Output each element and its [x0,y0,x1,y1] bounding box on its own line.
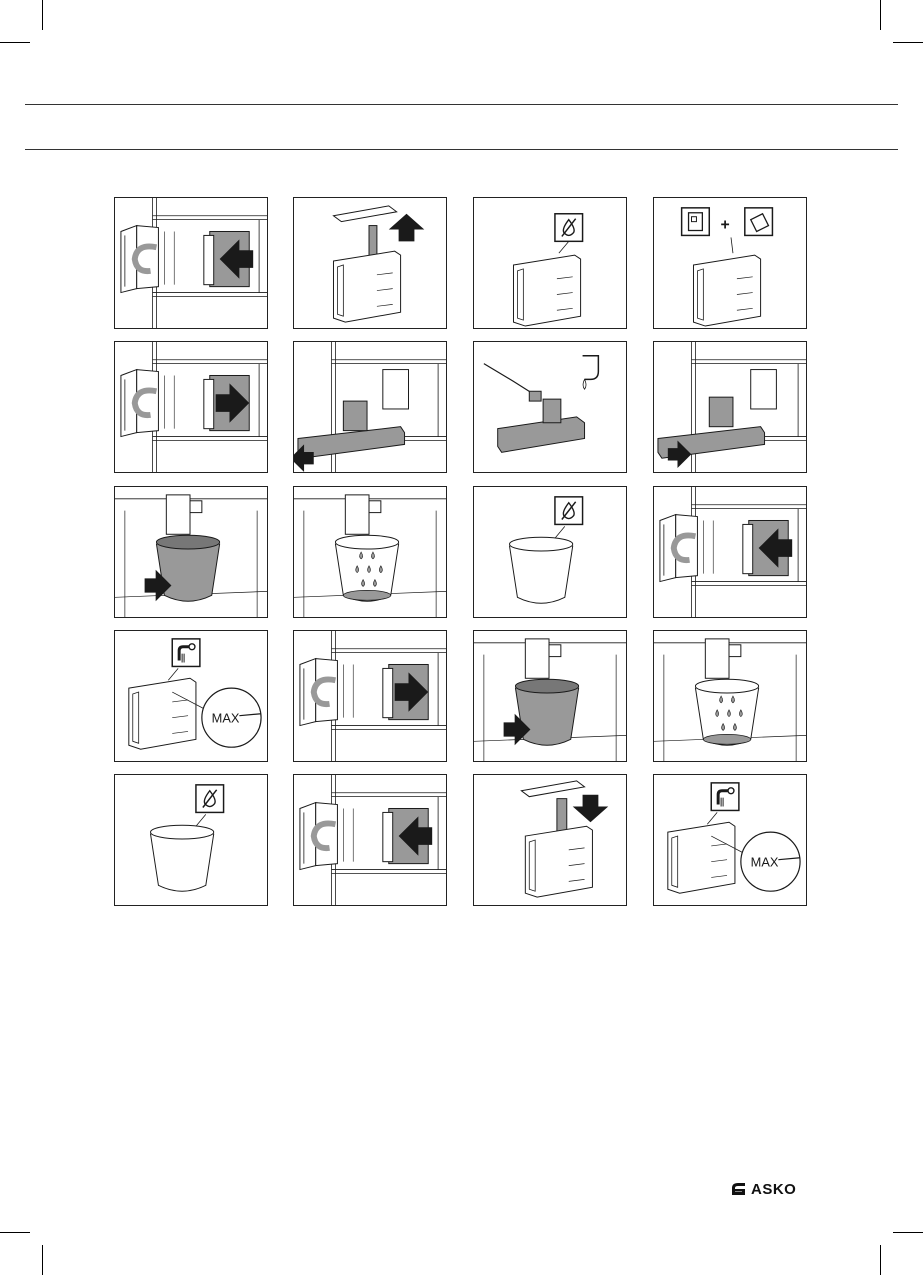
container [156,535,219,601]
arrow-down-icon [573,795,609,823]
tank-lid [521,781,584,797]
illustration-panel-6 [293,341,447,473]
illustration-panel-11 [473,486,627,618]
no-water-icon [555,497,583,525]
container [510,537,573,603]
panel-illustration [474,775,626,905]
illustration-panel-20: MAX [653,774,807,906]
illustration-panel-2 [293,197,447,329]
water-tank [693,255,760,326]
pour-water-icon [745,208,773,236]
max-label: MAX [212,711,240,726]
brush-icon [484,364,541,401]
panel-illustration [294,631,446,761]
tank-lid [333,206,396,222]
tap-water-icon [172,639,200,667]
illustration-panel-1 [114,197,268,329]
arrow-up-icon [389,214,425,242]
brand-logo: ASKO [731,1179,796,1199]
water-tank [333,251,400,322]
water-tank [525,826,592,897]
drip-tray [658,370,776,459]
machine-door [121,370,174,437]
max-callout: MAX [741,832,800,891]
asko-logo-icon [731,1182,747,1196]
illustration-panel-8 [653,341,807,473]
panel-illustration [294,487,446,617]
panel-illustration: MAX [654,775,806,905]
drip-tray [298,370,409,459]
panel-illustration [115,487,267,617]
faucet-icon [583,356,599,389]
panel-illustration [115,342,267,472]
water-tank [129,678,196,749]
panel-illustration [654,631,806,761]
panel-illustration [474,631,626,761]
machine-door [300,659,353,726]
machine-door [300,803,353,870]
panel-illustration: MAX [115,631,267,761]
illustration-panel-17 [114,774,268,906]
illustration-panel-19 [473,774,627,906]
panel-illustration [654,487,806,617]
machine-outline [692,342,806,472]
panel-illustration [294,342,446,472]
drip-tray [498,399,585,452]
no-water-icon [555,214,583,242]
illustration-panel-3 [473,197,627,329]
illustration-panel-4: + [653,197,807,329]
panel-illustration [294,198,446,328]
water-tank [513,255,580,326]
brand-name: ASKO [751,1181,796,1198]
no-water-icon [196,785,224,813]
machine-door [660,515,713,582]
illustration-panel-7 [473,341,627,473]
illustration-panel-13: MAX [114,630,268,762]
tap-water-icon [711,783,739,811]
panel-illustration [654,342,806,472]
panel-illustration [474,487,626,617]
container [515,679,578,745]
illustration-panel-16 [653,630,807,762]
max-label: MAX [751,855,779,870]
illustration-panel-9 [114,486,268,618]
water-tank [668,822,735,893]
panel-illustration [115,775,267,905]
machine-door [121,226,174,293]
descaler-icon [682,208,710,236]
illustration-panel-5 [114,341,268,473]
panel-illustration [294,775,446,905]
panel-illustration [474,342,626,472]
max-callout: MAX [202,688,261,747]
panel-illustration [474,198,626,328]
illustration-panel-14 [293,630,447,762]
illustration-panel-12 [653,486,807,618]
illustration-panel-15 [473,630,627,762]
container [151,825,214,891]
plus-sign: + [720,217,729,234]
illustration-panel-10 [293,486,447,618]
illustration-panel-18 [293,774,447,906]
panel-illustration: + [654,198,806,328]
panel-illustration [115,198,267,328]
